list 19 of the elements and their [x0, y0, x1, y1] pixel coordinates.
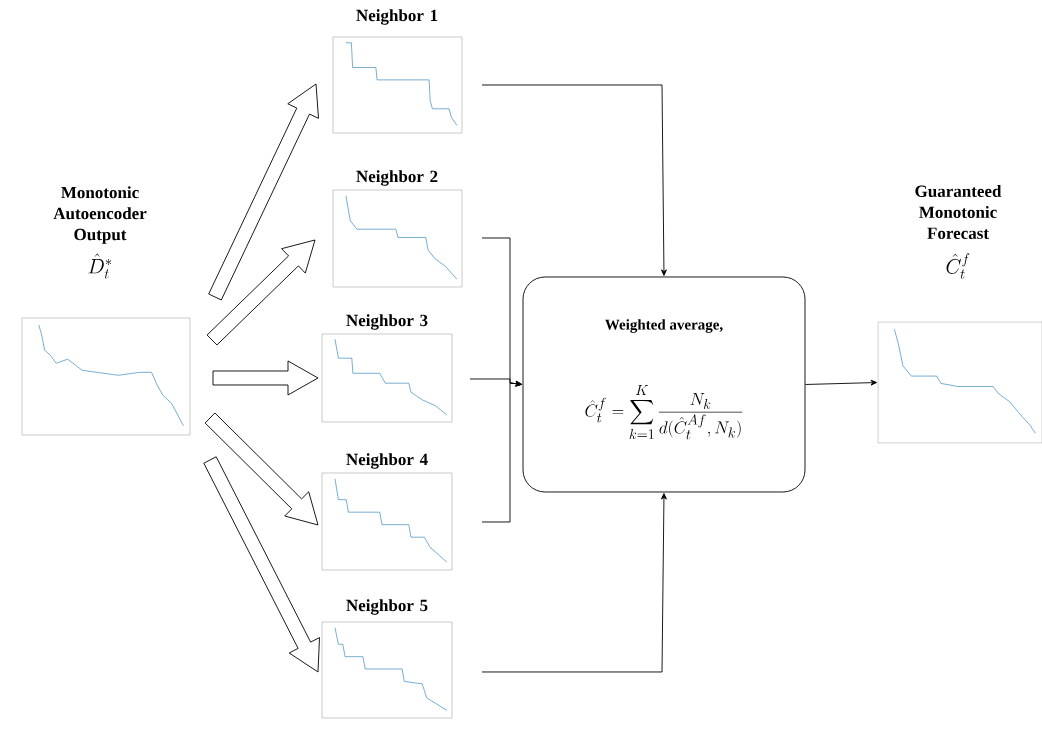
block-arrow [203, 456, 320, 673]
heading: Neighbor 4 [346, 453, 428, 469]
block-arrow [208, 83, 319, 301]
heading: Neighbor 2 [356, 170, 438, 186]
heading: Neighbor 1 [356, 9, 438, 25]
block-arrow [212, 360, 319, 396]
block-arrow [204, 412, 319, 526]
heading: Guaranteed Monotonic Forecast [915, 185, 1002, 239]
arrow [481, 84, 667, 276]
heading: Neighbor 5 [346, 599, 428, 615]
arrow [481, 493, 667, 673]
arrow [805, 379, 878, 386]
formula: $\hat{D}_t^*$ [88, 253, 112, 279]
heading: Monotonic Autoencoder Output [53, 186, 147, 244]
heading: Neighbor 3 [346, 314, 428, 330]
formula: $\hat{C}_t^f$ [946, 253, 970, 279]
arrow [481, 380, 522, 523]
block-arrow [206, 239, 316, 346]
formula: $\hat{C}_t^f = \sum_{k=1}^{K} \frac{N_k}{d(\hat{C}_t^{Af}, N_k)}$ [585, 385, 743, 440]
